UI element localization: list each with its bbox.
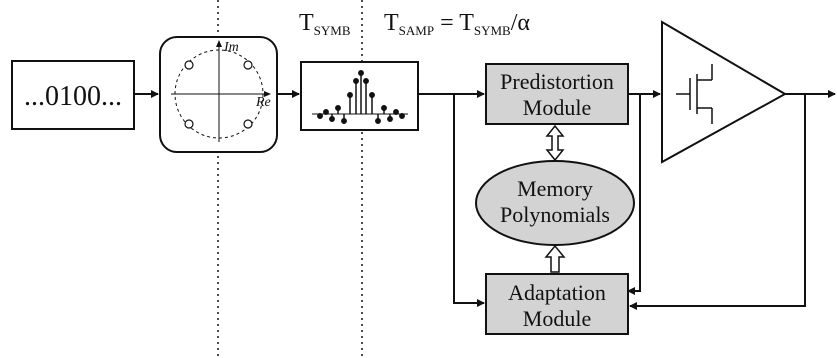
constellation-point — [243, 119, 253, 129]
feed-predistorted-to-adaptation — [627, 94, 641, 295]
predistortion-line1: Predistortion — [500, 69, 614, 94]
bitstream-label: ...0100... — [24, 81, 122, 112]
adaptation-line2: Module — [523, 306, 591, 331]
constellation-point — [184, 119, 194, 129]
sinc-stems — [317, 70, 405, 124]
re-axis-label: Re — [255, 95, 271, 110]
feedback-output-to-adaptation — [629, 94, 806, 310]
adaptation-line1: Adaptation — [508, 280, 606, 305]
power-amplifier — [661, 20, 788, 164]
bidirectional-arrow — [545, 124, 565, 162]
memory-line2: Polynomials — [500, 202, 610, 227]
predistortion-module — [485, 63, 629, 125]
im-axis-label: Im — [223, 40, 239, 55]
t-samp-label: TSAMP = TSYMB/α — [384, 10, 530, 38]
constellation-block: Im Re — [159, 36, 278, 153]
pulse-shaping-block — [300, 61, 419, 131]
bitstream-block — [11, 60, 135, 130]
predistortion-line2: Module — [523, 95, 591, 120]
adaptation-module — [485, 273, 629, 335]
transistor-icon — [676, 64, 713, 124]
update-arrow — [544, 244, 566, 273]
constellation-point — [184, 60, 194, 70]
feed-input-to-adaptation — [453, 94, 485, 307]
memory-line1: Memory — [517, 176, 593, 201]
t-symb-label: TSYMB — [299, 10, 351, 38]
constellation-point — [243, 60, 253, 70]
